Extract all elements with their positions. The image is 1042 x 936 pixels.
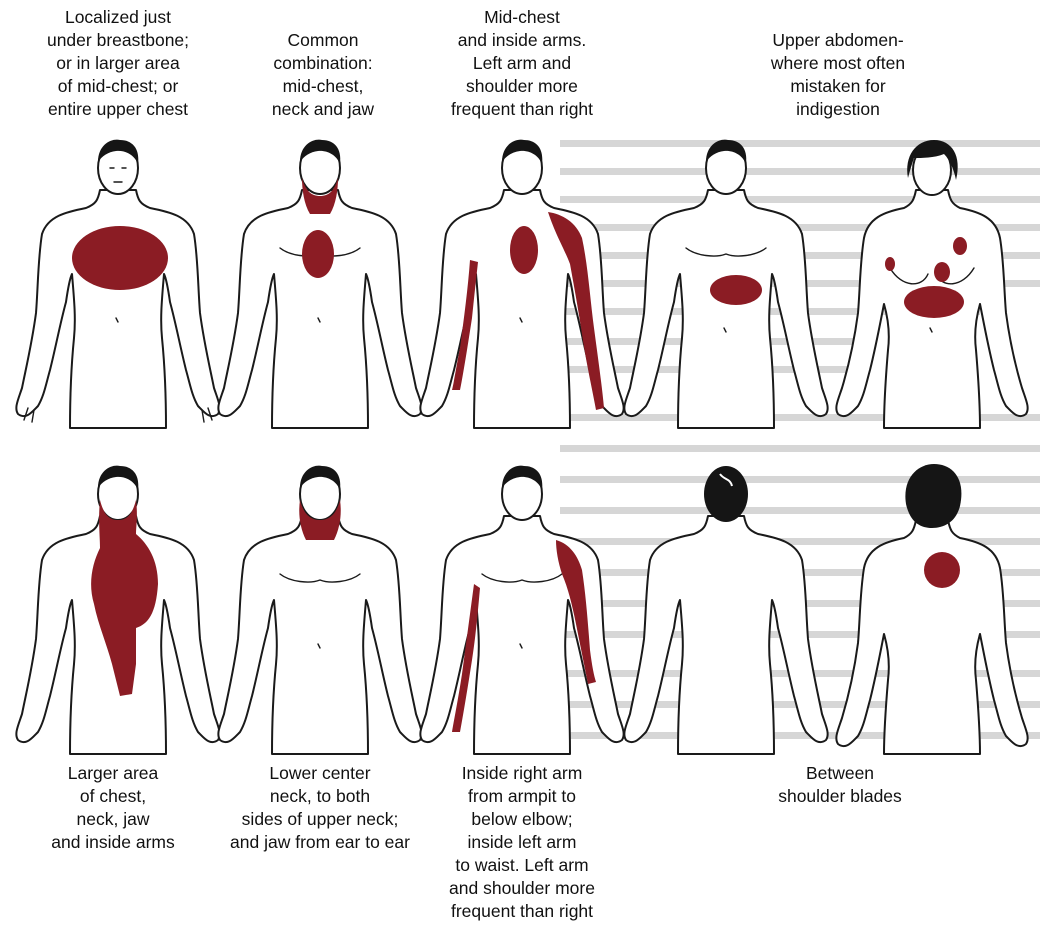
- male-back-outline: [624, 516, 827, 754]
- figure-male-front-5: [8, 464, 228, 754]
- male-body-outline: [624, 190, 827, 428]
- male-head: [502, 466, 542, 520]
- male-head: [706, 140, 746, 194]
- pain-area-mid-chest: [302, 230, 334, 278]
- pain-area-upper-abdomen: [904, 286, 964, 318]
- figure-female-front: [822, 138, 1042, 428]
- figure-male-front-6: [210, 464, 430, 754]
- figure-male-back: [616, 464, 836, 754]
- male-head: [300, 466, 340, 520]
- female-head: [907, 140, 958, 195]
- figure-male-front-2: [210, 138, 430, 428]
- male-body-outline: [420, 516, 623, 754]
- pain-area-center-chest: [934, 262, 950, 282]
- male-head: [300, 140, 340, 194]
- pain-area-right-chest: [885, 257, 895, 271]
- pain-area-upper-chest: [72, 226, 168, 290]
- male-body-outline: [16, 190, 219, 428]
- male-head: [502, 140, 542, 194]
- male-head: [98, 140, 138, 194]
- male-body-outline: [218, 190, 421, 428]
- male-body-outline: [218, 516, 421, 754]
- pain-area-between-shoulder-blades: [924, 552, 960, 588]
- pain-area-left-chest: [953, 237, 967, 255]
- female-head-back: [905, 464, 961, 528]
- male-head-back: [704, 466, 748, 522]
- figure-female-back: [822, 464, 1042, 754]
- figure-male-front-7: [412, 464, 632, 754]
- pain-area-upper-abdomen: [710, 275, 762, 305]
- figure-male-front-3: [412, 138, 632, 428]
- pain-area-mid-chest: [510, 226, 538, 274]
- figure-male-front-4: [616, 138, 836, 428]
- figure-male-front-1: [8, 138, 228, 428]
